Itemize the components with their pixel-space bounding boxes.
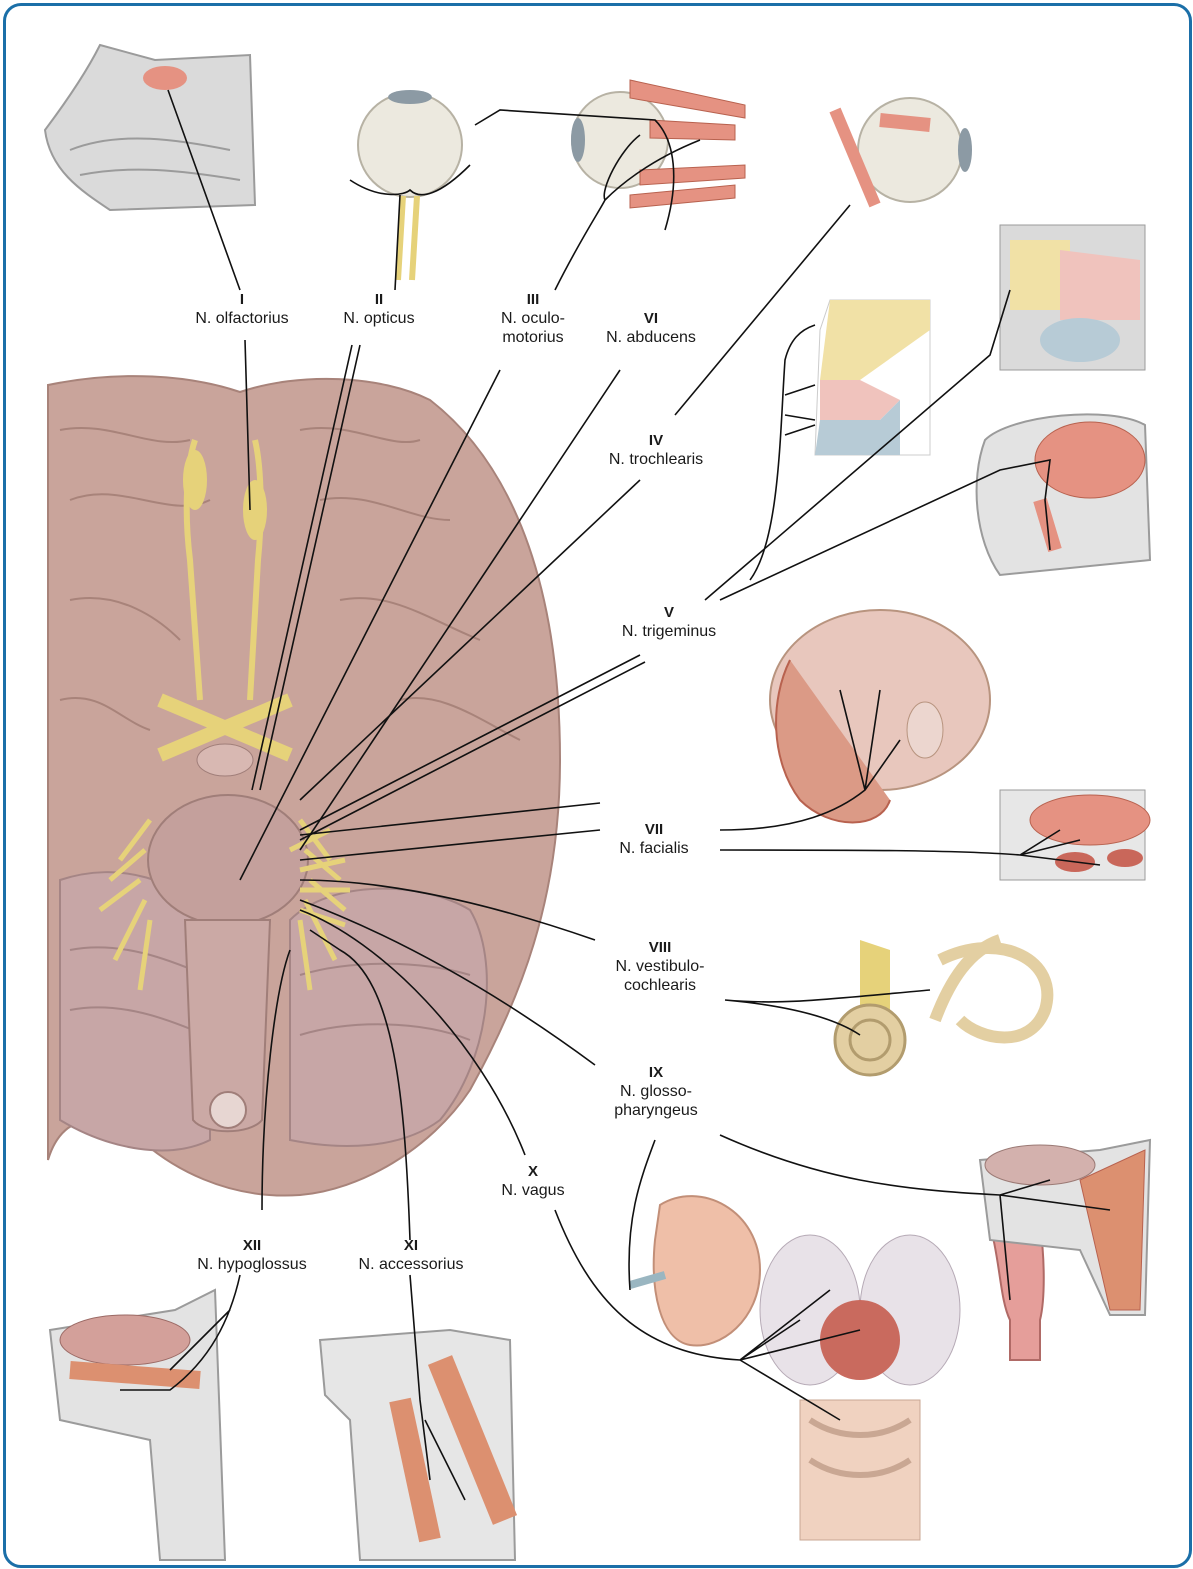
nerve-numeral: VI xyxy=(606,309,696,328)
nerve-numeral: IX xyxy=(614,1063,698,1082)
nasal-cavity-illustration xyxy=(45,45,255,210)
ear-illustration xyxy=(630,1196,760,1345)
nerve-name-line-2: cochlearis xyxy=(616,976,705,995)
nerve-numeral: VII xyxy=(619,820,688,839)
nerve-label-II: II N. opticus xyxy=(343,290,414,328)
eye-trochlear-illustration xyxy=(835,98,972,205)
nerve-name: N. opticus xyxy=(343,309,414,328)
tongue-section-illustration-vii xyxy=(1000,790,1150,880)
nerve-label-XII: XII N. hypoglossus xyxy=(197,1236,306,1274)
nerve-numeral: III xyxy=(501,290,565,309)
nerve-label-VI: VI N. abducens xyxy=(606,309,696,347)
nerve-numeral: X xyxy=(501,1162,564,1181)
nerve-label-V: V N. trigeminus xyxy=(622,603,716,641)
nerve-numeral: XII xyxy=(197,1236,306,1255)
nerve-label-IX: IX N. glosso- pharyngeus xyxy=(614,1063,698,1120)
head-facial-muscles-illustration xyxy=(770,610,990,823)
nerve-name: N. accessorius xyxy=(359,1255,464,1274)
tongue-hypoglossal-illustration xyxy=(50,1290,225,1560)
nerve-name: N. trigeminus xyxy=(622,622,716,641)
eye-muscles-illustration xyxy=(571,80,745,208)
nerve-name: N. trochlearis xyxy=(609,450,703,469)
nerve-numeral: V xyxy=(622,603,716,622)
nerve-label-IV: IV N. trochlearis xyxy=(609,431,703,469)
nerve-name: N. olfactorius xyxy=(195,309,288,328)
nerve-label-I: I N. olfactorius xyxy=(195,290,288,328)
nerve-name-line-1: N. glosso- xyxy=(614,1082,698,1101)
nerve-name: N. facialis xyxy=(619,839,688,858)
thorax-abdomen-organs-illustration xyxy=(760,1235,960,1540)
nerve-label-VII: VII N. facialis xyxy=(619,820,688,858)
nerve-name-line-2: motorius xyxy=(501,328,565,347)
nerve-name-line-1: N. vestibulo- xyxy=(616,957,705,976)
skull-masticatory-muscles-illustration xyxy=(977,414,1150,575)
nerve-label-X: X N. vagus xyxy=(501,1162,564,1200)
nerve-name: N. abducens xyxy=(606,328,696,347)
nerve-numeral: II xyxy=(343,290,414,309)
inner-ear-illustration xyxy=(835,940,1047,1075)
nerve-numeral: IV xyxy=(609,431,703,450)
nerve-name-line-1: N. oculo- xyxy=(501,309,565,328)
nerve-name: N. hypoglossus xyxy=(197,1255,306,1274)
nerve-numeral: I xyxy=(195,290,288,309)
sinus-section-illustration xyxy=(1000,225,1145,370)
nerve-label-VIII: VIII N. vestibulo- cochlearis xyxy=(616,938,705,995)
nerve-numeral: XI xyxy=(359,1236,464,1255)
nerve-name-line-2: pharyngeus xyxy=(614,1101,698,1120)
face-sensory-zones-illustration xyxy=(815,300,930,455)
nerve-name: N. vagus xyxy=(501,1181,564,1200)
nerve-numeral: VIII xyxy=(616,938,705,957)
nerve-label-III: III N. oculo- motorius xyxy=(501,290,565,347)
nerve-label-XI: XI N. accessorius xyxy=(359,1236,464,1274)
